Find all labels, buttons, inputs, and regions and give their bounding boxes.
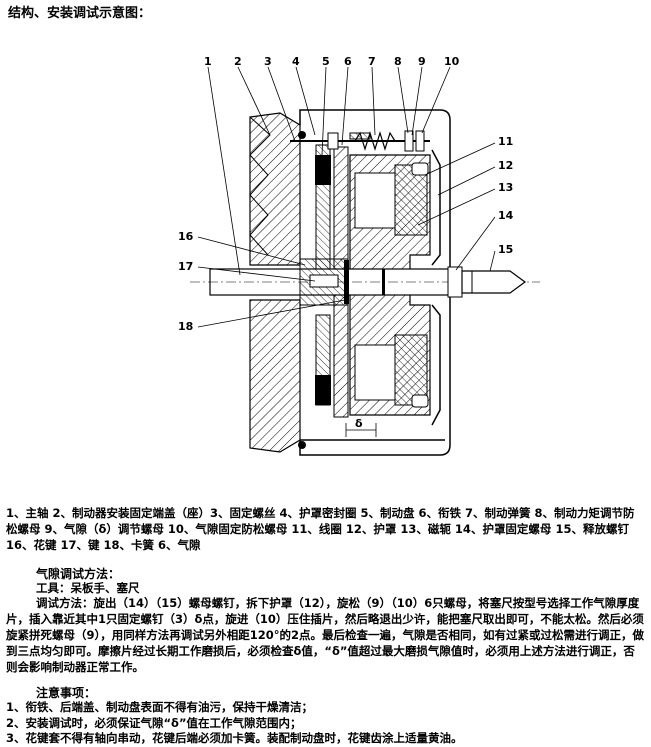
notes-heading: 注意事项： [36, 686, 97, 700]
leader-lines [197, 66, 496, 328]
parts-legend: 1、主轴 2、制动器安装固定端盖（座）3、固定螺丝 4、护罩密封圈 5、制动盘 … [6, 506, 635, 552]
coil [394, 162, 429, 408]
note-item: 3、花键套不得有轴向串动，花键后端必须加卡簧。装配制动盘时，花键齿涂上适量黄油。 [6, 731, 463, 745]
callout-3: 3 [264, 55, 272, 68]
gap-tools: 工具：呆板手、塞尺 [36, 581, 140, 595]
release-screw [447, 266, 527, 298]
callout-numbers: 1 2 3 4 5 6 7 8 9 10 11 12 13 14 15 16 1… [178, 55, 514, 333]
callout-4: 4 [292, 55, 300, 68]
callout-9: 9 [418, 55, 426, 68]
callout-10: 10 [444, 55, 460, 68]
end-cover [249, 112, 301, 453]
bottom-screw [298, 131, 445, 449]
fixing-screw-assembly [290, 130, 430, 152]
page-title: 结构、安装调试示意图： [8, 6, 152, 21]
callout-15: 15 [498, 243, 513, 256]
callout-6: 6 [344, 55, 352, 68]
callout-11: 11 [498, 135, 513, 148]
callout-13: 13 [498, 181, 513, 194]
gap-section-heading: 气隙调试方法： [36, 567, 121, 581]
notes-list: 1、衔铁、后端盖、制动盘表面不得有油污，保持干燥清洁； 2、安装调试时，必须保证… [6, 700, 646, 747]
callout-14: 14 [498, 209, 514, 222]
callout-1: 1 [204, 55, 212, 68]
callout-2: 2 [234, 55, 242, 68]
callout-8: 8 [394, 55, 402, 68]
callout-7: 7 [368, 55, 376, 68]
callout-12: 12 [498, 159, 513, 172]
gap-method: 调试方法：旋出（14）（15）螺母螺钉，拆下护罩（12），旋松（9）（10）6只… [6, 596, 645, 674]
gap-symbol: δ [355, 417, 363, 430]
callout-18: 18 [178, 320, 193, 333]
gap-indicator: δ [345, 417, 377, 437]
note-item: 1、衔铁、后端盖、制动盘表面不得有油污，保持干燥清洁； [6, 700, 313, 714]
note-item: 2、安装调试时，必须保证气隙“δ”值在工作气隙范围内； [6, 715, 302, 730]
guard-plate [431, 149, 441, 426]
brake-assembly-diagram: δ 1 2 3 4 5 6 7 8 9 10 11 12 13 14 [178, 55, 540, 456]
callout-16: 16 [178, 230, 194, 243]
callout-5: 5 [322, 55, 330, 68]
callout-17: 17 [178, 260, 193, 273]
